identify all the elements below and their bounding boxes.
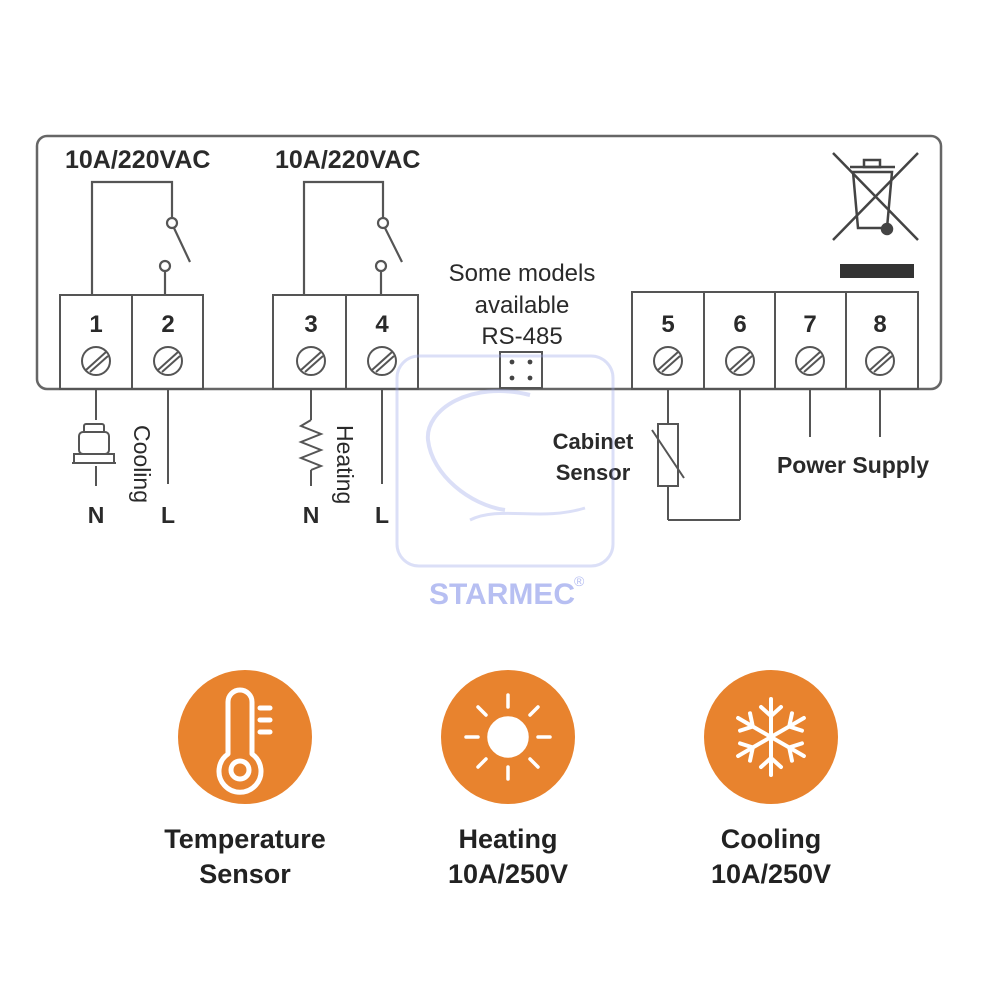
power-supply-wires: [809, 389, 881, 437]
screw-icon: [81, 346, 895, 376]
feature-cooling-line1: Cooling: [720, 824, 822, 854]
weee-bar: [840, 264, 914, 278]
feature-temperature-line2: Sensor: [199, 859, 291, 889]
feature-heating-line1: Heating: [458, 824, 558, 854]
temperature-icon-badge: [178, 670, 312, 804]
rs485-note-line3: RS-485: [481, 323, 562, 350]
rs485-note-line1: Some models: [449, 260, 596, 287]
rs485-port: [499, 351, 543, 389]
terminal-number-2: 2: [161, 311, 174, 338]
cabinet-sensor-wiring: [651, 389, 741, 521]
relay1-rating-label: 10A/220VAC: [65, 146, 210, 174]
feature-temperature-line1: Temperature: [164, 824, 326, 854]
sun-icon: [464, 693, 552, 781]
relay1-contact: [90, 180, 191, 295]
terminal-number-3: 3: [304, 311, 317, 338]
heating-live-label: L: [375, 502, 389, 528]
heating-neutral-label: N: [303, 502, 320, 528]
terminal-number-1: 1: [89, 311, 102, 338]
terminal-block-1-2: [59, 294, 204, 390]
relay2-rating-label: 10A/220VAC: [275, 146, 420, 174]
terminal-block-5-8: [631, 291, 919, 390]
watermark-brand: STARMEC: [429, 578, 575, 611]
cabinet-sensor-label-line2: Sensor: [556, 460, 631, 485]
watermark-registered: ®: [574, 573, 585, 589]
snowflake-icon: [736, 697, 806, 777]
terminal-number-8: 8: [873, 311, 886, 338]
controller-housing: [35, 134, 943, 391]
terminal-block-3-4: [272, 294, 419, 390]
feature-cooling-caption: Cooling 10A/250V: [641, 822, 901, 892]
thermometer-icon: [216, 687, 273, 795]
feature-cooling-line2: 10A/250V: [710, 859, 832, 889]
weee-crossed-bin-icon: [832, 152, 919, 241]
cooling-neutral-label: N: [88, 502, 105, 528]
terminal-number-4: 4: [375, 311, 389, 338]
cooling-wires: [95, 389, 169, 486]
cabinet-sensor-label-line1: Cabinet: [553, 429, 634, 454]
relay2-contact: [302, 180, 403, 295]
heater-resistor-icon: [298, 389, 383, 486]
terminal-number-7: 7: [803, 311, 816, 338]
feature-heating-line2: 10A/250V: [447, 859, 569, 889]
power-supply-label: Power Supply: [777, 452, 929, 478]
terminal-number-5: 5: [661, 311, 674, 338]
terminal-number-6: 6: [733, 311, 746, 338]
heating-load-label: Heating: [332, 425, 358, 504]
rs485-note-line2: available: [475, 292, 570, 319]
compressor-icon: [72, 423, 116, 464]
starmec-watermark-logo: [395, 354, 615, 568]
cooling-live-label: L: [161, 502, 175, 528]
feature-heating-caption: Heating 10A/250V: [378, 822, 638, 892]
cooling-load-label: Cooling: [129, 425, 155, 503]
feature-temperature-caption: Temperature Sensor: [115, 822, 375, 892]
